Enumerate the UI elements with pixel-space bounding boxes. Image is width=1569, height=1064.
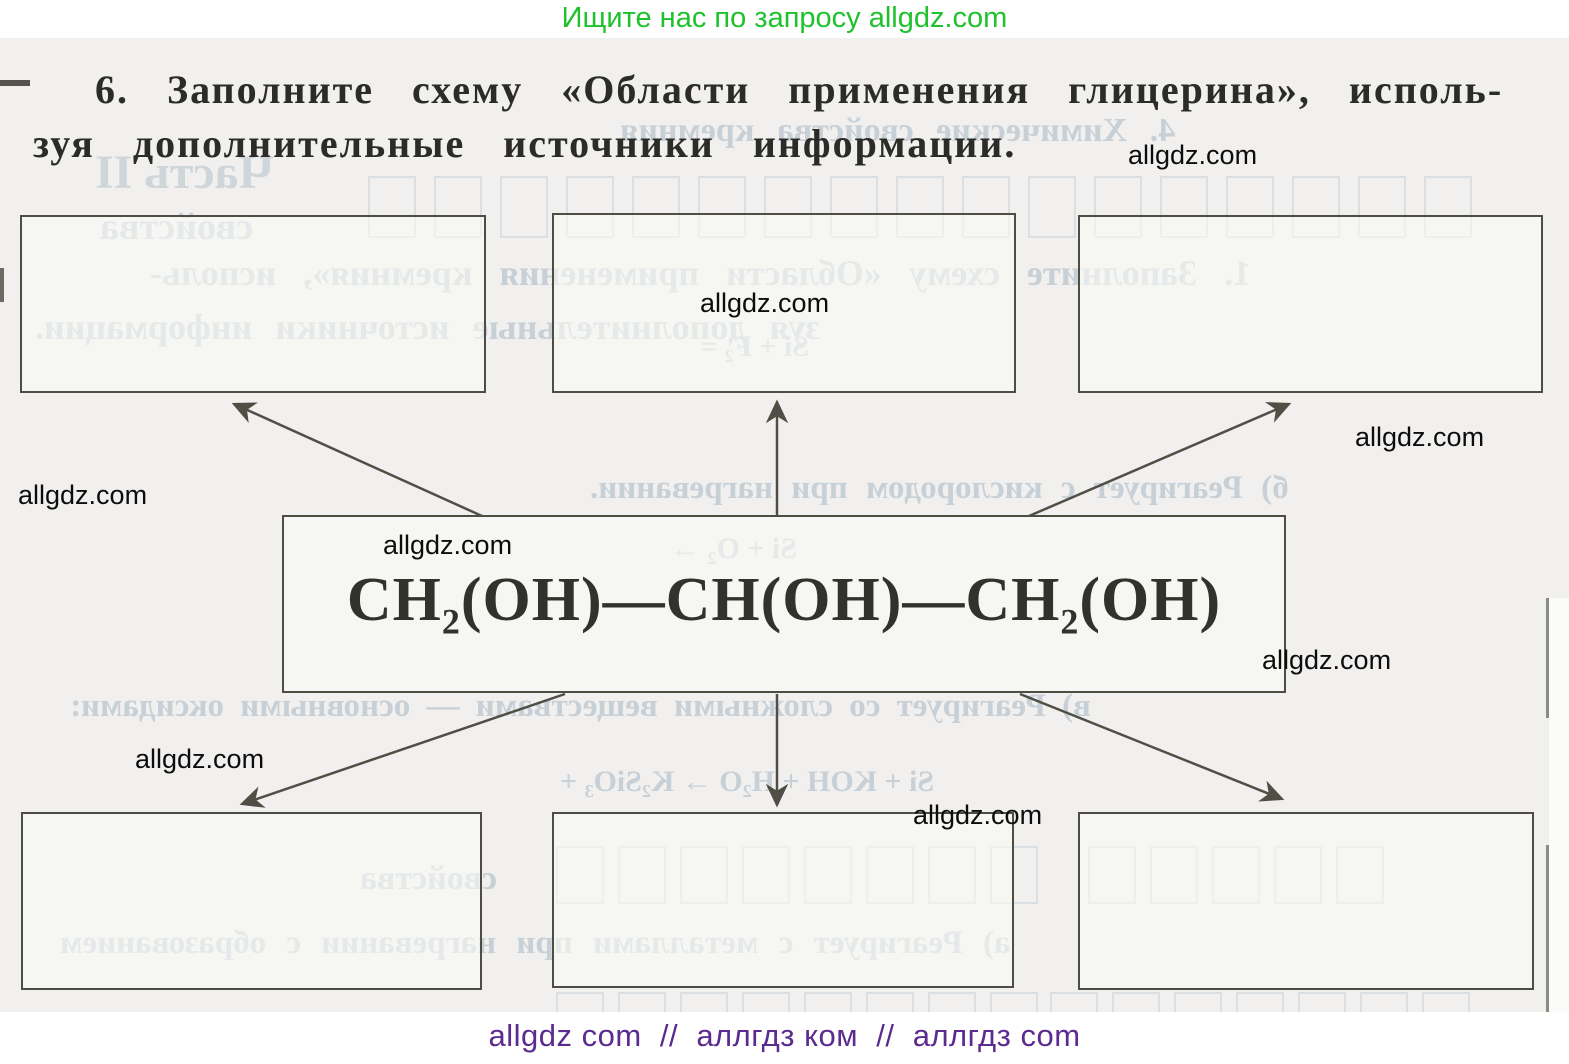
answer-box-bottom-middle[interactable] [552, 812, 1014, 988]
scan-artifact-dash [0, 80, 30, 86]
watermark: allgdz.com [1128, 140, 1258, 170]
arrow-to-top-right [1028, 402, 1292, 518]
ghost-squares-row [1050, 992, 1484, 1012]
watermark: allgdz.com [383, 530, 513, 560]
arrow-to-bottom-right [1019, 692, 1285, 802]
task-text-line1: 6. Заполните схему «Области применения г… [95, 67, 1504, 112]
scan-artifact-dash [0, 268, 4, 302]
scan-edge-line [1546, 845, 1549, 1012]
scan-edge-line [1546, 598, 1549, 718]
watermark: allgdz.com [700, 288, 830, 318]
formula-box: CH2(OH)—CH(OH)—CH2(OH) [282, 515, 1286, 693]
watermark: allgdz.com [135, 744, 265, 774]
task-text-line2: зуя дополнительные источники информации. [33, 121, 1017, 166]
watermark: allgdz.com [1262, 645, 1392, 675]
answer-box-top-right[interactable] [1078, 215, 1543, 393]
answer-box-bottom-left[interactable] [21, 812, 482, 990]
answer-box-top-middle[interactable] [552, 213, 1016, 393]
answer-box-top-left[interactable] [20, 215, 486, 393]
watermark: allgdz.com [913, 800, 1043, 830]
watermark: allgdz.com [18, 480, 148, 510]
ghost-squares-row [556, 992, 1052, 1012]
promo-banner: Ищите нас по запросу allgdz.com [561, 2, 1008, 34]
watermark: allgdz.com [1355, 422, 1485, 452]
footer-links: allgdz com // аллгдз ком // аллгдз com [488, 1018, 1081, 1053]
glycerin-formula: CH2(OH)—CH(OH)—CH2(OH) [346, 566, 1222, 642]
scheme-arrows [231, 399, 1292, 808]
workbook-page: Часть II свойства 4. Химические свойства… [0, 38, 1569, 1012]
answer-box-bottom-right[interactable] [1078, 812, 1534, 990]
arrow-to-bottom-left [239, 692, 566, 808]
scan-edge-margin [1549, 598, 1569, 1012]
arrow-to-top-left [231, 402, 483, 518]
